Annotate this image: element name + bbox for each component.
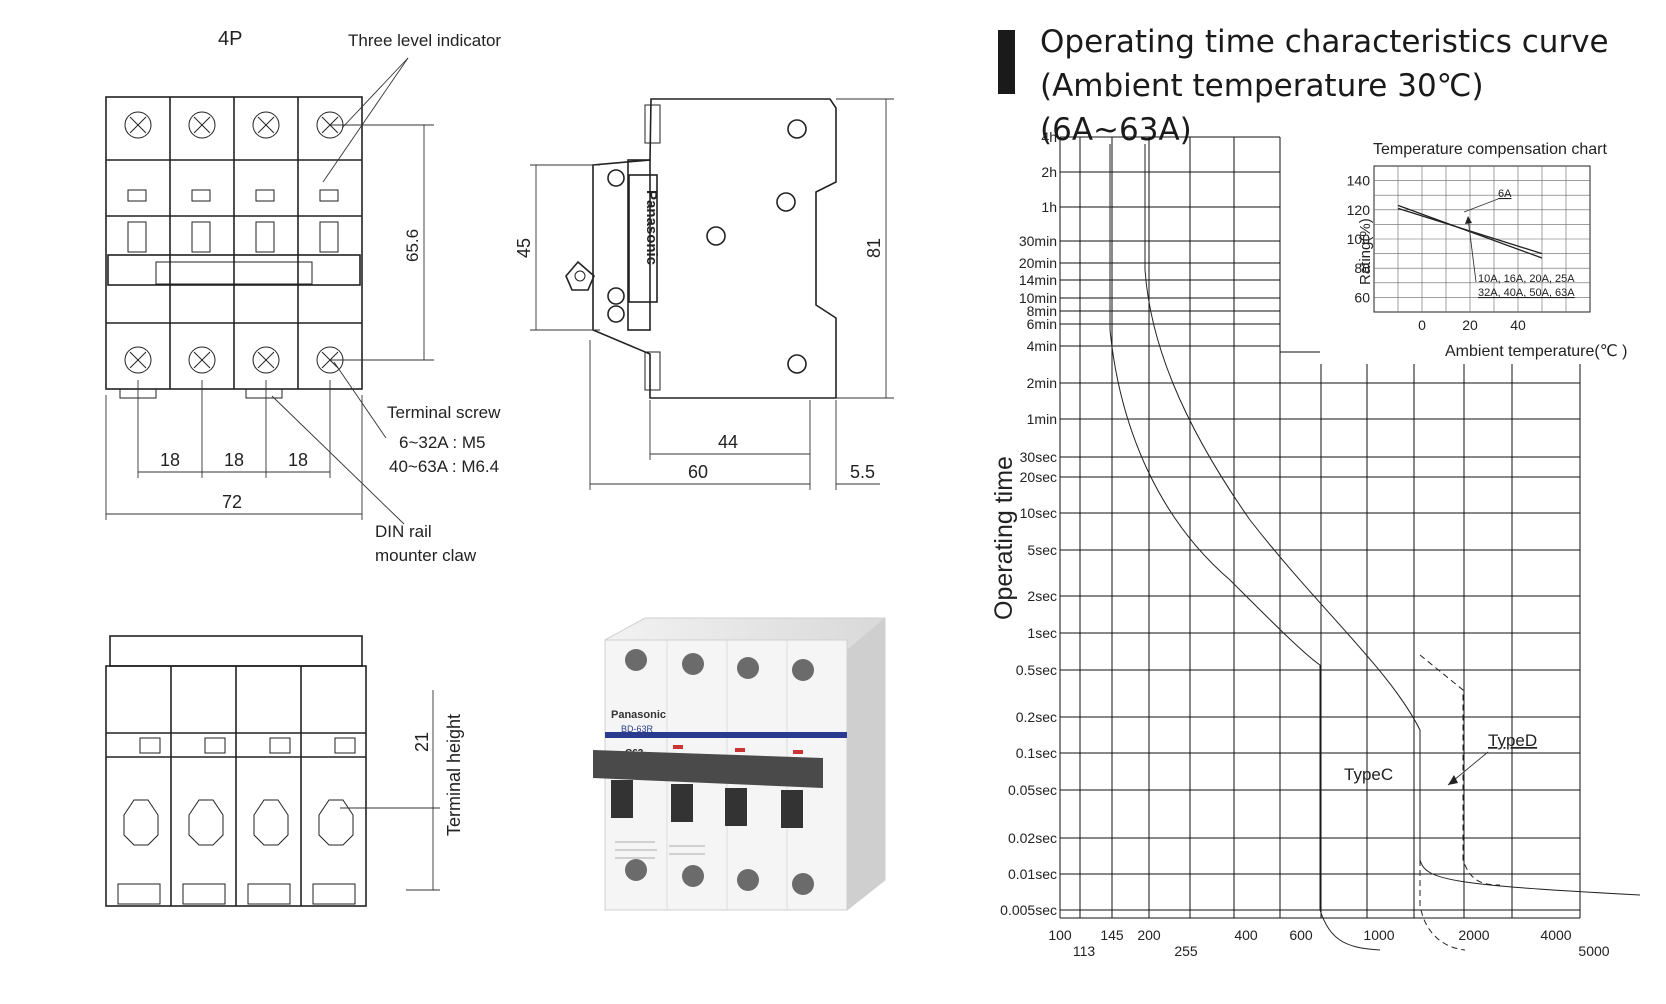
photo-model: BD-63R (621, 724, 654, 734)
curve-y-tick-label: 0.005sec (1000, 902, 1057, 918)
curve-y-tick-label: 0.02sec (1008, 830, 1057, 846)
curve-y-tick-label: 4h (1041, 129, 1057, 145)
inset-series-label-rest-1: 10A, 16A, 20A, 25A (1478, 273, 1575, 285)
curve-x-tick-label: 200 (1137, 927, 1161, 943)
inset-x-tick-label: 40 (1510, 317, 1526, 333)
curve-x-tick-label: 600 (1289, 927, 1313, 943)
dim-pitch-1: 18 (160, 450, 180, 470)
inset-xlabel: Ambient temperature(℃ ) (1445, 343, 1627, 360)
dim-side-44: 44 (718, 432, 738, 452)
curve-x-tick-label: 113 (1073, 943, 1096, 959)
product-photo: Panasonic BD-63R C63 (593, 617, 886, 911)
inset-y-tick-label: 100 (1347, 231, 1371, 247)
curve-y-tick-label: 0.01sec (1008, 866, 1057, 882)
curve-x-tick-label: 4000 (1540, 927, 1571, 943)
technical-drawings: 4P Three level indicator (105, 28, 894, 907)
inset-y-tick-label: 60 (1354, 289, 1370, 305)
curve-x-tick-label: 1000 (1363, 927, 1394, 943)
inset-y-tick-label: 140 (1347, 173, 1371, 189)
inset-series-label-rest-2: 32A, 40A, 50A, 63A (1478, 287, 1575, 299)
three-level-indicator-callout: Three level indicator (348, 31, 501, 50)
curve-y-tick-label: 1h (1041, 199, 1057, 215)
dim-side-5-5: 5.5 (850, 462, 875, 482)
curve-title-line1: Operating time characteristics curve (1040, 24, 1609, 60)
inset-grid (1373, 165, 1591, 313)
terminal-screw-callout: Terminal screw (387, 403, 501, 422)
curve-y-tick-label: 5sec (1027, 542, 1057, 558)
dim-side-81: 81 (864, 238, 884, 258)
curve-y-tick-label: 10min (1019, 290, 1057, 306)
din-rail-callout-line2: mounter claw (375, 546, 477, 565)
inset-x-tick-label: 20 (1462, 317, 1478, 333)
curve-x-ticks: 100 145 200 400 600 1000 2000 4000 113 255 5000 (1048, 927, 1609, 959)
curve-y-tick-label: 0.1sec (1016, 745, 1057, 761)
curve-y-tick-label: 20min (1019, 255, 1057, 271)
type-c-lower-curve (1109, 144, 1381, 951)
curve-y-tick-label: 30min (1019, 233, 1057, 249)
dim-pitch-3: 18 (288, 450, 308, 470)
screw-spec-large: 40~63A : M6.4 (389, 457, 499, 476)
curve-y-tick-label: 0.5sec (1016, 662, 1057, 678)
temperature-compensation-chart: Temperature compensation chart Rating(%)… (1320, 124, 1666, 364)
din-rail-callout-line1: DIN rail (375, 522, 432, 541)
curve-x-tick-label: 2000 (1458, 927, 1489, 943)
curve-y-tick-label: 1sec (1027, 625, 1057, 641)
curve-y-tick-label: 8min (1027, 303, 1057, 319)
dim-side-45: 45 (514, 238, 534, 258)
curve-x-tick-label: 5000 (1578, 943, 1609, 959)
curve-y-tick-label: 6min (1027, 316, 1057, 332)
dim-height-front: 65.6 (403, 229, 422, 262)
curve-y-tick-label: 2min (1027, 375, 1057, 391)
screw-spec-small: 6~32A : M5 (399, 433, 485, 452)
front-view: 4P Three level indicator (105, 28, 501, 565)
bottom-view: 21 Terminal height (105, 635, 464, 907)
curve-x-tick-label: 255 (1174, 943, 1198, 959)
side-brand-label: Panasonic (643, 190, 660, 265)
curve-y-tick-label: 0.2sec (1016, 709, 1057, 725)
curve-y-tick-label: 2h (1041, 164, 1057, 180)
inset-y-tick-label: 80 (1354, 260, 1370, 276)
dim-side-60: 60 (688, 462, 708, 482)
curve-y-axis-label: Operating time (990, 456, 1018, 620)
curve-x-tick-label: 145 (1100, 927, 1124, 943)
type-d-lower-curve (1419, 860, 1466, 951)
type-c-label: TypeC (1344, 765, 1393, 784)
pole-label: 4P (218, 28, 242, 50)
type-c-upper-curve (1144, 144, 1641, 896)
curve-y-tick-label: 30sec (1020, 449, 1057, 465)
curve-y-tick-label: 14min (1019, 272, 1057, 288)
type-d-curve (1419, 654, 1501, 886)
curve-y-tick-label: 4min (1027, 338, 1057, 354)
curve-title-line2: (Ambient temperature 30℃) (6A~63A) (1040, 68, 1484, 148)
inset-x-tick-label: 0 (1418, 317, 1426, 333)
curve-y-tick-label: 20sec (1020, 469, 1057, 485)
inset-title: Temperature compensation chart (1373, 141, 1607, 158)
inset-y-tick-label: 120 (1347, 202, 1371, 218)
curve-chart-title: Operating time characteristics curve (Am… (1040, 20, 1640, 152)
curve-y-tick-label: 2sec (1027, 588, 1057, 604)
dim-total-width: 72 (222, 492, 242, 512)
curve-x-tick-label: 100 (1048, 927, 1072, 943)
terminal-height-label: Terminal height (444, 714, 464, 836)
inset-ylabel: Rating(%) (1357, 218, 1374, 285)
dim-terminal-21: 21 (412, 732, 432, 752)
side-view: Panasonic 45 81 44 (514, 98, 894, 490)
title-accent-bar (998, 30, 1015, 94)
curve-y-tick-label: 10sec (1020, 505, 1057, 521)
inset-series-label-6a: 6A (1498, 188, 1512, 200)
photo-brand: Panasonic (611, 709, 666, 721)
curve-x-tick-label: 400 (1234, 927, 1258, 943)
dim-pitch-2: 18 (224, 450, 244, 470)
type-d-label: TypeD (1488, 731, 1537, 750)
inset-ticks: 60 80 100 120 140 0 20 40 (1347, 173, 1526, 333)
curve-y-tick-label: 0.05sec (1008, 782, 1057, 798)
curve-y-tick-label: 1min (1027, 411, 1057, 427)
